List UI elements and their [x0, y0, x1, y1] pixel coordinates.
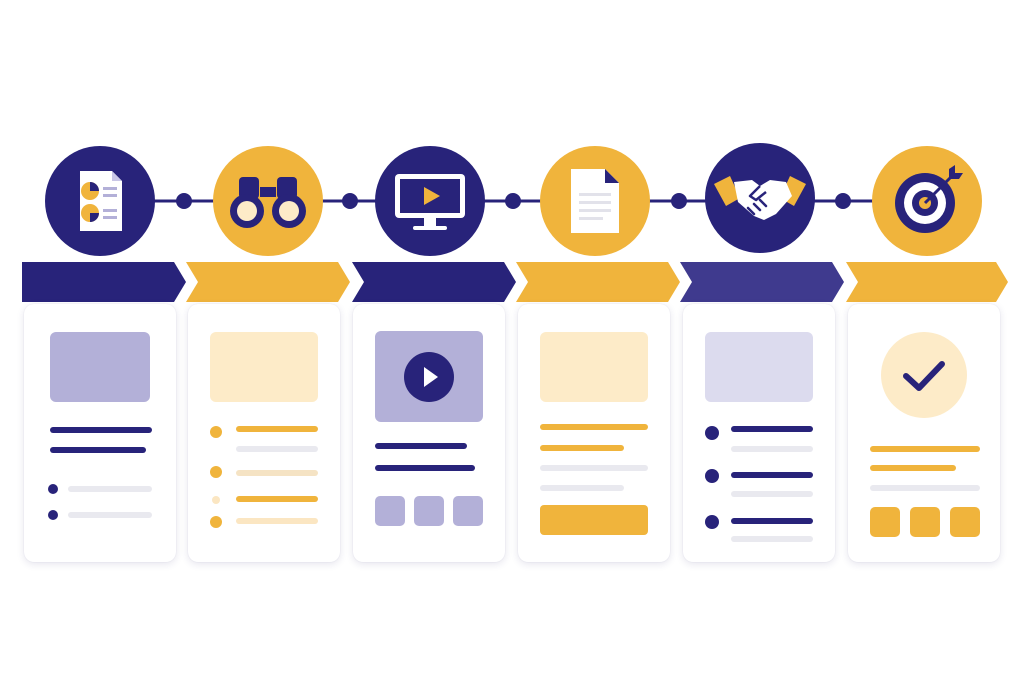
play-button-icon	[404, 352, 454, 402]
text-line	[540, 445, 624, 451]
stage-3-card	[353, 304, 505, 562]
stage-5-banner	[680, 262, 844, 302]
text-line	[540, 485, 624, 491]
text-line	[731, 491, 813, 497]
tile	[910, 507, 940, 537]
text-line	[731, 426, 813, 432]
checkmark-badge-icon	[881, 332, 967, 418]
text-line	[731, 446, 813, 452]
text-line	[50, 427, 152, 433]
stage-5-circle	[705, 143, 815, 253]
stage-5-card	[683, 304, 835, 562]
tile	[950, 507, 980, 537]
stage-4-banner	[516, 262, 680, 302]
stage-1-card	[24, 304, 176, 562]
stage-4-circle	[540, 146, 650, 256]
text-line	[68, 486, 152, 492]
image-placeholder	[705, 332, 813, 402]
bullet-dot	[705, 426, 719, 440]
bullet-dot	[48, 484, 58, 494]
stage-6-banner	[846, 262, 1008, 302]
bullet-dot	[210, 516, 222, 528]
text-line	[375, 443, 467, 449]
text-line	[236, 470, 318, 476]
stage-3-banner	[352, 262, 516, 302]
bullet-dot	[48, 510, 58, 520]
stage-1-circle	[45, 146, 155, 256]
image-placeholder	[210, 332, 318, 402]
text-line	[375, 465, 475, 471]
target-icon	[895, 165, 963, 233]
bullet-dot	[212, 496, 220, 504]
stage-6-card	[848, 304, 1000, 562]
bullet-dot	[210, 426, 222, 438]
tile	[870, 507, 900, 537]
text-line	[870, 485, 980, 491]
text-line	[870, 446, 980, 452]
text-line	[236, 446, 318, 452]
thumbnail	[414, 496, 444, 526]
video-monitor-icon	[395, 174, 465, 230]
connector-dot	[835, 193, 851, 209]
thumbnail	[375, 496, 405, 526]
text-line	[236, 426, 318, 432]
action-button-placeholder	[540, 505, 648, 535]
text-line	[236, 496, 318, 502]
bullet-dot	[210, 466, 222, 478]
stage-3-circle	[375, 146, 485, 256]
text-line	[731, 518, 813, 524]
text-line	[731, 536, 813, 542]
stage-2-card	[188, 304, 340, 562]
image-placeholder	[540, 332, 648, 402]
connector-dot	[342, 193, 358, 209]
connector-dot	[505, 193, 521, 209]
handshake-icon	[714, 176, 806, 220]
image-placeholder	[50, 332, 150, 402]
binoculars-icon	[230, 177, 306, 228]
text-line	[236, 518, 318, 524]
stage-4-card	[518, 304, 670, 562]
stage-1-banner	[22, 262, 186, 302]
stage-2-circle	[213, 146, 323, 256]
text-line	[68, 512, 152, 518]
connector-dot	[176, 193, 192, 209]
thumbnail	[453, 496, 483, 526]
text-line	[731, 472, 813, 478]
connector-dot	[671, 193, 687, 209]
stage-2-banner	[186, 262, 350, 302]
text-line	[540, 465, 648, 471]
text-line	[50, 447, 146, 453]
document-chart-icon	[80, 171, 122, 231]
text-line	[870, 465, 956, 471]
text-line	[540, 424, 648, 430]
bullet-dot	[705, 469, 719, 483]
document-icon	[571, 169, 619, 233]
video-placeholder	[375, 331, 483, 422]
stage-6-circle	[872, 146, 982, 256]
bullet-dot	[705, 515, 719, 529]
